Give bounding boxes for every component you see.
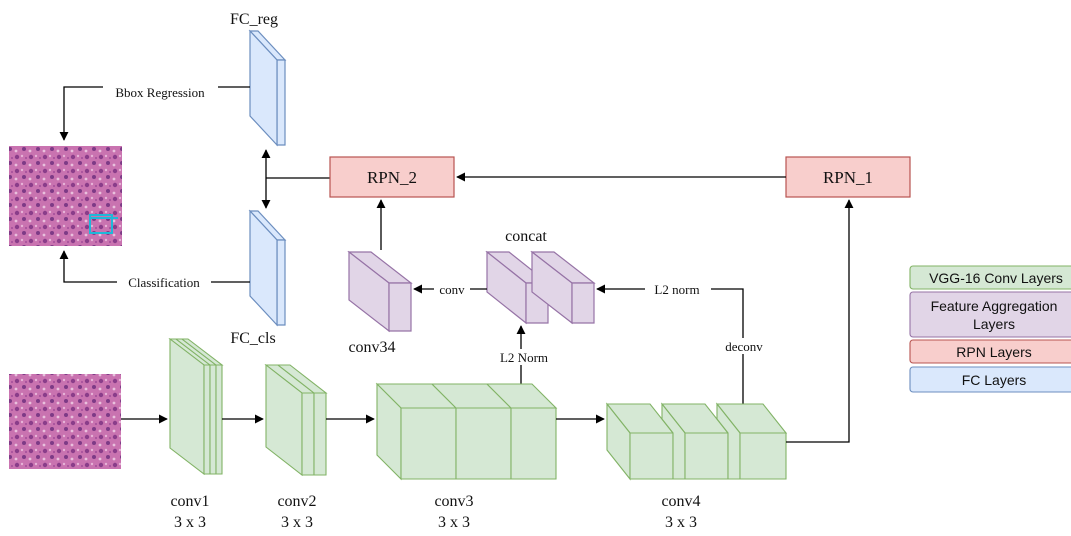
deconv-arrow [596,284,744,404]
detection-box [89,214,113,234]
deconv-label: deconv [725,339,763,354]
concat-label: concat [505,228,547,245]
bbox-regression-label: Bbox Regression [115,85,205,100]
fc-reg-label: FC_reg [230,11,278,28]
conv4-label: conv4 [661,493,700,510]
conv3-block [375,382,558,481]
output-image [9,146,122,246]
legend-fc: FC Layers [909,366,1071,393]
legend-feature-aggregation: Feature Aggregation Layers [909,291,1071,338]
conv1-block [168,337,224,476]
classification-label: Classification [128,275,200,290]
conv-edge-label: conv [439,282,465,297]
legend: VGG-16 Conv Layers Feature Aggregation L… [909,265,1071,393]
rpn-1-label: RPN_1 [823,168,873,187]
conv4-to-rpn1-arrow [786,199,854,443]
conv4-block [605,402,788,481]
legend-fc-label: FC Layers [962,372,1027,388]
fc-cls-layer [248,209,287,327]
rpn-1-box: RPN_1 [785,156,911,198]
fc-cls-label: FC_cls [230,330,275,347]
legend-vgg: VGG-16 Conv Layers [909,265,1071,290]
legend-rpn-label: RPN Layers [956,344,1031,360]
conv4-kernel: 3 x 3 [665,514,697,531]
conv3-label: conv3 [434,493,473,510]
fc-reg-layer [248,29,287,147]
legend-feature-line1: Feature Aggregation [931,298,1058,314]
l2-norm-upper-label: L2 Norm [500,350,548,365]
legend-feature-line2: Layers [973,316,1015,332]
conv1-kernel: 3 x 3 [174,514,206,531]
rpn-2-box: RPN_2 [329,156,455,198]
conv1-label: conv1 [170,493,209,510]
conv2-kernel: 3 x 3 [281,514,313,531]
input-image [9,374,121,469]
l2-norm-lower-label: L2 norm [654,282,699,297]
legend-rpn: RPN Layers [909,339,1071,364]
concat-block-2 [530,250,596,325]
legend-vgg-label: VGG-16 Conv Layers [929,270,1063,286]
rpn-2-label: RPN_2 [367,168,417,187]
conv2-label: conv2 [277,493,316,510]
conv2-block [264,363,328,477]
conv34-block [347,250,413,333]
conv34-label: conv34 [348,339,395,356]
conv3-kernel: 3 x 3 [438,514,470,531]
